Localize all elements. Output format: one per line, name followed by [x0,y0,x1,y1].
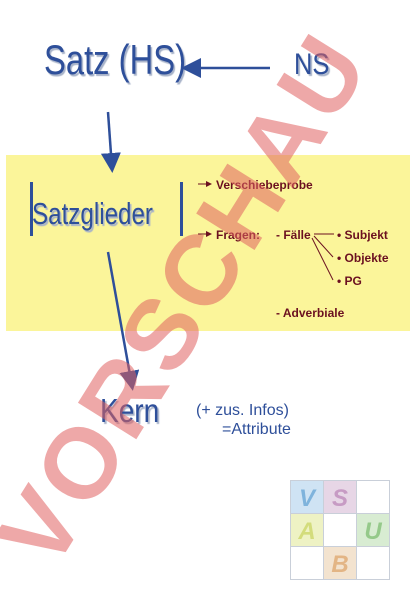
label-subjekt: • Subjekt [337,228,388,242]
connector-faelle-pg [311,237,334,281]
kern-note-line2: =Attribute [222,421,291,438]
logo-letter-a: A [297,518,315,545]
logo-letter-u: U [364,518,382,545]
label-adverbiale: - Adverbiale [276,306,345,320]
arrow-satzglieder-to-kern [106,251,140,391]
label-verschiebeprobe: Verschiebeprobe [216,178,313,192]
label-objekte: • Objekte [337,251,389,265]
arrow-hs-to-satzglieder [100,111,121,173]
logo-letter-s: S [332,485,348,512]
node-ns: NS [294,48,330,81]
connector-faelle-objekte [313,235,334,258]
bracket-right [180,182,183,236]
kern-note-line1: (+ zus. Infos) [196,402,289,419]
label-pg: • PG [337,274,362,288]
node-satzglieder: Satzglieder [32,196,153,231]
logo-letter-v: V [299,485,317,512]
label-fragen: Fragen: [216,228,261,242]
node-kern: Kern [100,392,160,429]
node-satz-hs: Satz (HS) [44,36,186,83]
bracket-left [30,182,33,236]
vsaub-logo: V S A U B [290,480,390,580]
label-faelle: - Fälle [276,228,311,242]
logo-letter-b: B [331,551,348,578]
